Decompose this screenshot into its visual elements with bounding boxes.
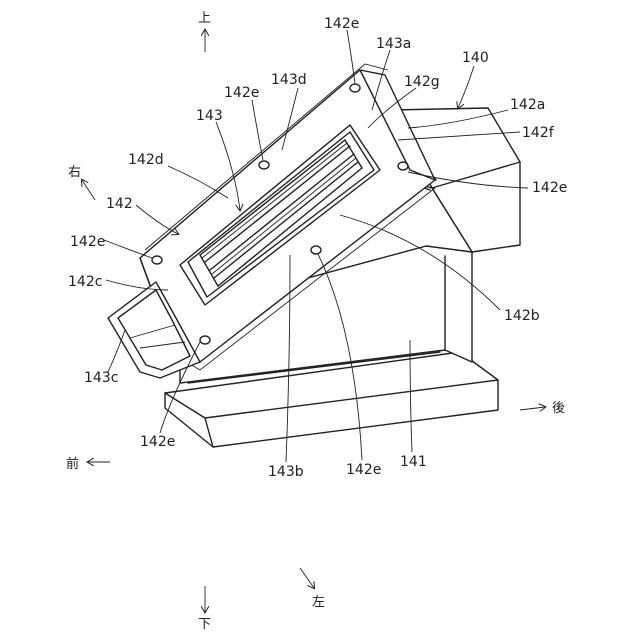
label-142f: 142f [522,125,555,141]
label-142e-upper-left: 142e [224,85,259,101]
direction-right: 右 [68,165,81,180]
label-142d: 142d [128,152,164,168]
label-142b: 142b [504,308,540,324]
label-142e-bottom: 142e [346,462,381,478]
label-143d: 143d [271,72,307,88]
label-142c: 142c [68,274,102,290]
label-142: 142 [106,196,133,212]
direction-front: 前 [66,456,79,472]
label-143c: 143c [84,370,118,386]
label-142a: 142a [510,97,545,113]
label-142g: 142g [404,74,440,90]
label-140: 140 [462,50,489,66]
direction-up: 上 [198,11,211,26]
label-142e-bottom-left: 142e [140,434,175,450]
direction-left: 左 [312,595,325,610]
direction-back: 後 [552,401,565,416]
label-143: 143 [196,108,223,124]
label-141: 141 [400,454,427,470]
direction-down: 下 [198,617,211,632]
label-142e-left: 142e [70,234,105,250]
label-143a: 143a [376,36,411,52]
label-142e-right: 142e [532,180,567,196]
label-142e-top: 142e [324,16,359,32]
label-143b: 143b [268,464,304,480]
